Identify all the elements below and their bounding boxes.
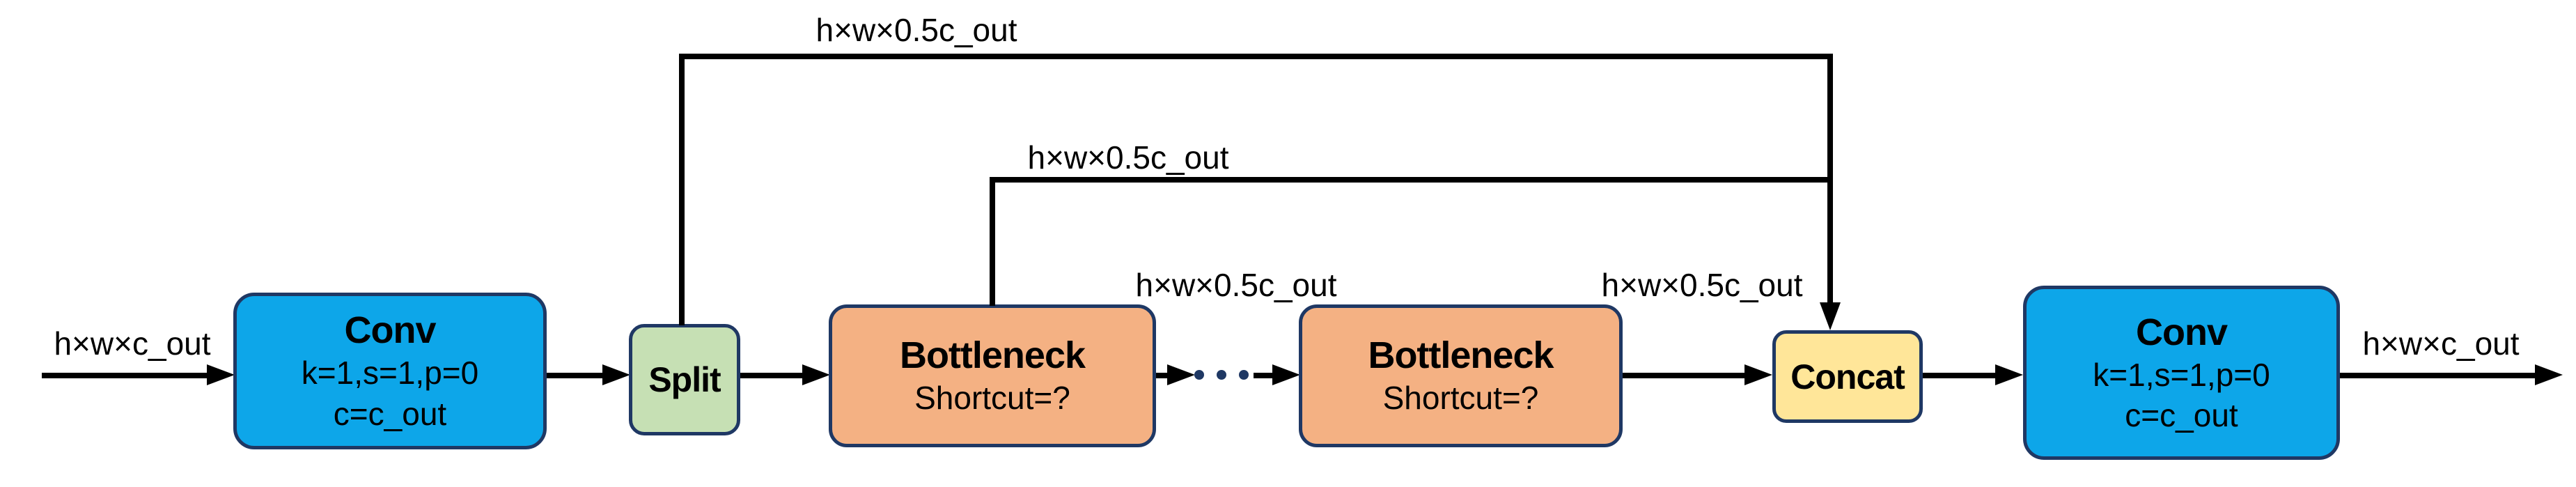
conv1-split-arrow-shaft <box>547 373 603 378</box>
conv1-param2: c=c_out <box>333 395 447 432</box>
b2-concat-arrow-head <box>1744 364 1772 385</box>
conv1-split-arrow-head <box>602 364 630 385</box>
input-arrow-shaft <box>42 373 208 378</box>
input-arrow-head <box>207 364 235 385</box>
ellipsis-dot <box>1217 370 1226 380</box>
output-arrow-shaft <box>2340 373 2536 378</box>
dots-b2-arrow-head <box>1272 364 1300 385</box>
conv2-param1: k=1,s=1,p=0 <box>2093 356 2270 393</box>
concat-title: Concat <box>1790 357 1905 396</box>
output-shape-label: h×w×c_out <box>2362 325 2520 362</box>
skip-mid-shape-label: h×w×0.5c_out <box>1027 139 1229 176</box>
concat-conv2-arrow-head <box>1995 364 2023 385</box>
split-b1-arrow-shaft <box>740 373 802 378</box>
bottleneck2-title: Bottleneck <box>1368 334 1554 377</box>
bottleneck2-subtitle: Shortcut=? <box>1382 380 1539 417</box>
conv1-param1: k=1,s=1,p=0 <box>301 355 479 392</box>
b1-dots-arrow-head <box>1167 364 1195 385</box>
bottleneck1-node: Bottleneck Shortcut=? <box>829 304 1156 447</box>
concat-node: Concat <box>1772 330 1923 423</box>
conv1-node: Conv k=1,s=1,p=0 c=c_out <box>233 293 547 449</box>
ellipsis-dot <box>1239 370 1249 380</box>
skip-mid-riser-from-bottleneck1 <box>990 177 995 306</box>
split-title: Split <box>648 360 721 399</box>
split-node: Split <box>629 324 740 435</box>
conv2-param2: c=c_out <box>2125 397 2238 433</box>
conv2-node: Conv k=1,s=1,p=0 c=c_out <box>2023 286 2340 460</box>
skip-mid-horizontal-line <box>990 177 1833 183</box>
skip-top-horizontal-line <box>679 54 1833 59</box>
b1-output-shape-label: h×w×0.5c_out <box>1135 267 1337 303</box>
skip-top-shape-label: h×w×0.5c_out <box>815 12 1017 48</box>
bottleneck2-node: Bottleneck Shortcut=? <box>1299 304 1623 447</box>
bottleneck1-subtitle: Shortcut=? <box>914 380 1070 417</box>
b2-concat-arrow-shaft <box>1623 373 1746 378</box>
skip-drop-arrow-head <box>1820 302 1841 330</box>
input-shape-label: h×w×c_out <box>54 325 211 362</box>
skip-top-riser-from-split <box>679 54 685 325</box>
skip-drop-line-to-concat <box>1827 54 1833 304</box>
ellipsis-dot <box>1194 370 1204 380</box>
conv1-title: Conv <box>344 309 437 352</box>
conv2-title: Conv <box>2136 311 2228 353</box>
output-arrow-head <box>2535 364 2563 385</box>
bottleneck1-title: Bottleneck <box>899 334 1086 377</box>
b1-dots-arrow-shaft <box>1156 373 1169 378</box>
b2-output-shape-label: h×w×0.5c_out <box>1601 267 1803 303</box>
dots-b2-arrow-shaft <box>1254 373 1274 378</box>
concat-conv2-arrow-shaft <box>1923 373 1997 378</box>
split-b1-arrow-head <box>802 364 830 385</box>
